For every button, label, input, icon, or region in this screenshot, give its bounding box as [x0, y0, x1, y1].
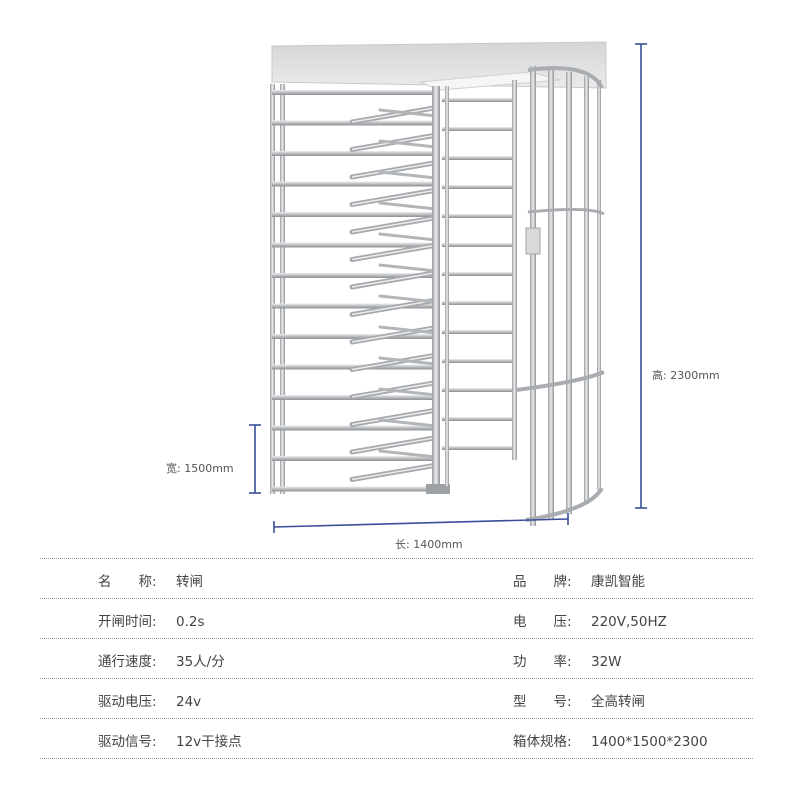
rotor-arm-highlight — [351, 189, 435, 206]
fence-rail — [442, 272, 514, 276]
spec-row-drive-signal: 驱动信号: 12v干接点 — [98, 730, 242, 750]
fence-rail — [442, 243, 514, 247]
table-divider — [40, 638, 753, 639]
center-post — [426, 86, 450, 494]
frame-rail — [272, 334, 432, 339]
top-canopy — [271, 41, 607, 91]
spec-key: 品 牌: — [513, 574, 572, 590]
spec-key: 驱动电压: — [98, 694, 157, 710]
fence-rail — [442, 301, 514, 305]
fence-rail — [442, 214, 514, 218]
dimension-lines — [249, 43, 647, 533]
fence-rail — [442, 127, 514, 131]
rotor-arm-back — [378, 232, 438, 242]
spec-key: 型 号: — [513, 694, 572, 710]
rotor-arm-back — [378, 325, 438, 335]
rotor-arm-back — [378, 356, 438, 366]
frame-rail — [272, 90, 432, 95]
spec-key: 驱动信号: — [98, 734, 157, 750]
rotor-arm-back — [378, 449, 438, 459]
spec-value: 32W — [591, 654, 622, 670]
rotor-arm-highlight — [351, 244, 435, 261]
frame-rail — [272, 151, 432, 156]
spec-key: 箱体规格: — [513, 734, 572, 750]
width-dimension-label: 宽: 1500mm — [166, 462, 234, 475]
spec-value: 全高转闸 — [591, 694, 645, 710]
rotor-arm-highlight — [351, 272, 435, 288]
spec-value: 1400*1500*2300 — [591, 734, 708, 750]
spec-value: 24v — [176, 694, 202, 710]
height-dimension-label: 高: 2300mm — [652, 369, 720, 382]
rotor-arm-highlight — [351, 354, 435, 371]
rotor-arm-back — [378, 139, 438, 149]
spec-value: 35人/分 — [176, 654, 225, 670]
rotor-arm-back — [378, 263, 438, 273]
fence-rail — [442, 359, 514, 363]
spec-row-name: 名 称: 转闸 — [98, 570, 203, 590]
spec-row-open-time: 开闸时间: 0.2s — [98, 610, 205, 630]
right-fence — [442, 66, 605, 526]
spec-key: 开闸时间: — [98, 614, 157, 630]
rotor-arm-highlight — [351, 437, 435, 453]
turnstile-illustration — [249, 41, 647, 533]
spec-key: 名 称: — [98, 574, 157, 590]
fence-rail — [442, 156, 514, 160]
spec-row-brand: 品 牌: 康凯智能 — [513, 570, 645, 590]
rotor-arm-back — [378, 387, 438, 397]
fence-rail — [442, 330, 514, 334]
rotor-arm-back — [378, 418, 438, 428]
table-divider — [40, 558, 753, 559]
frame-rail — [272, 456, 432, 461]
fence-rail — [442, 388, 514, 392]
spec-key: 电 压: — [513, 614, 572, 630]
spec-value: 康凯智能 — [591, 574, 645, 590]
rotor-arm-highlight — [351, 464, 435, 481]
table-divider — [40, 598, 753, 599]
frame-rail — [272, 425, 432, 431]
spec-key: 通行速度: — [98, 654, 157, 670]
fence-rail — [442, 185, 514, 189]
table-divider — [40, 678, 753, 679]
length-dimension-label: 长: 1400mm — [395, 538, 463, 551]
rotor-arm-highlight — [351, 162, 435, 178]
spec-value: 转闸 — [176, 574, 203, 590]
spec-value: 12v干接点 — [176, 734, 242, 750]
rotor-arm-highlight — [351, 299, 435, 316]
rotor-arm-back — [378, 108, 438, 118]
table-divider — [40, 718, 753, 719]
spec-value: 0.2s — [176, 614, 205, 630]
rotor-arm-highlight — [351, 409, 435, 426]
spec-row-box-size: 箱体规格: 1400*1500*2300 — [513, 730, 708, 750]
table-divider — [40, 758, 753, 759]
rotor-arm-highlight — [351, 217, 435, 233]
spec-row-drive-voltage: 驱动电压: 24v — [98, 690, 201, 710]
spec-row-power: 功 率: 32W — [513, 650, 622, 670]
fence-rail — [442, 417, 514, 421]
rotor-arms — [349, 105, 438, 482]
frame-rail — [272, 181, 432, 187]
rotor-arm-back — [378, 294, 438, 304]
frame-rail — [272, 212, 432, 217]
rotor-arm-back — [378, 201, 438, 211]
rotor-arm-back — [378, 170, 438, 180]
spec-key: 功 率: — [513, 654, 572, 670]
spec-value: 220V,50HZ — [591, 614, 667, 630]
fence-rail — [442, 446, 514, 450]
frame-rail — [272, 273, 432, 278]
spec-row-voltage: 电 压: 220V,50HZ — [513, 610, 667, 630]
spec-row-model: 型 号: 全高转闸 — [513, 690, 645, 710]
rotor-arm-highlight — [351, 107, 435, 123]
frame-rail — [272, 303, 432, 309]
right-fence-rails — [442, 98, 514, 450]
spec-row-pass-speed: 通行速度: 35人/分 — [98, 650, 225, 670]
frame-rail — [272, 242, 432, 248]
fence-rail — [442, 98, 514, 102]
frame-rail — [272, 486, 432, 492]
length-dimension-line — [273, 518, 569, 528]
